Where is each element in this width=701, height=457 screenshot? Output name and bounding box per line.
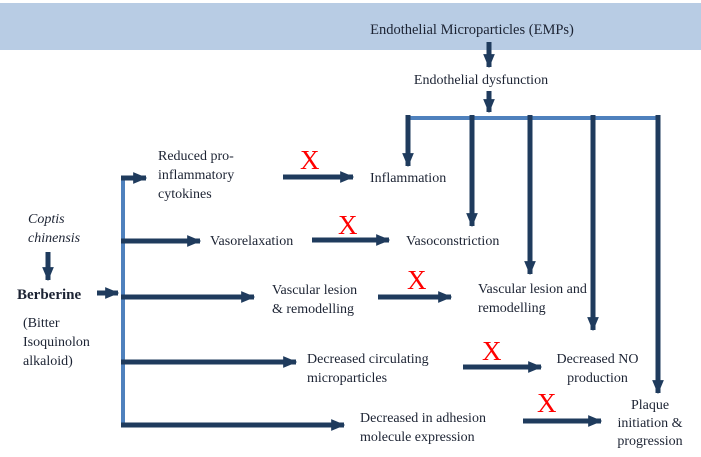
berberine-note-label: (Bitter Isoquinolon alkaloid) bbox=[23, 316, 90, 369]
effect-vascular-lesion-label: Vascular lesion & remodelling bbox=[272, 283, 358, 317]
outcome-vascular-lesion-label: Vascular lesion and remodelling bbox=[478, 282, 587, 316]
outcome-inflammation-label: Inflammation bbox=[370, 171, 447, 186]
block-x-no-production: X bbox=[482, 336, 502, 366]
banner-title: Endothelial Microparticles (EMPs) bbox=[370, 22, 574, 38]
endothelial-dysfunction-label: Endothelial dysfunction bbox=[413, 73, 549, 88]
outcome-no-production-label: Decreased NO production bbox=[556, 352, 639, 386]
top-banner bbox=[0, 3, 701, 50]
berberine-label: Berberine bbox=[17, 287, 82, 303]
outcome-plaque-label: Plaque initiation & progression bbox=[617, 398, 683, 449]
effect-vasorelaxation-label: Vasorelaxation bbox=[210, 234, 294, 249]
effect-microparticles-label: Decreased circulating microparticles bbox=[307, 352, 429, 386]
effect-adhesion-label: Decreased in adhesion molecule expressio… bbox=[360, 411, 486, 445]
block-x-vasoconstriction: X bbox=[338, 210, 358, 240]
block-x-plaque: X bbox=[537, 388, 557, 418]
block-x-inflammation: X bbox=[300, 145, 320, 175]
outcome-vasoconstriction-label: Vasoconstriction bbox=[406, 234, 500, 249]
coptis-chinensis-label: Coptis chinensis bbox=[28, 212, 81, 246]
effect-cytokines-label: Reduced pro- inflammatory cytokines bbox=[158, 149, 235, 202]
block-x-vascular-lesion: X bbox=[407, 265, 427, 295]
